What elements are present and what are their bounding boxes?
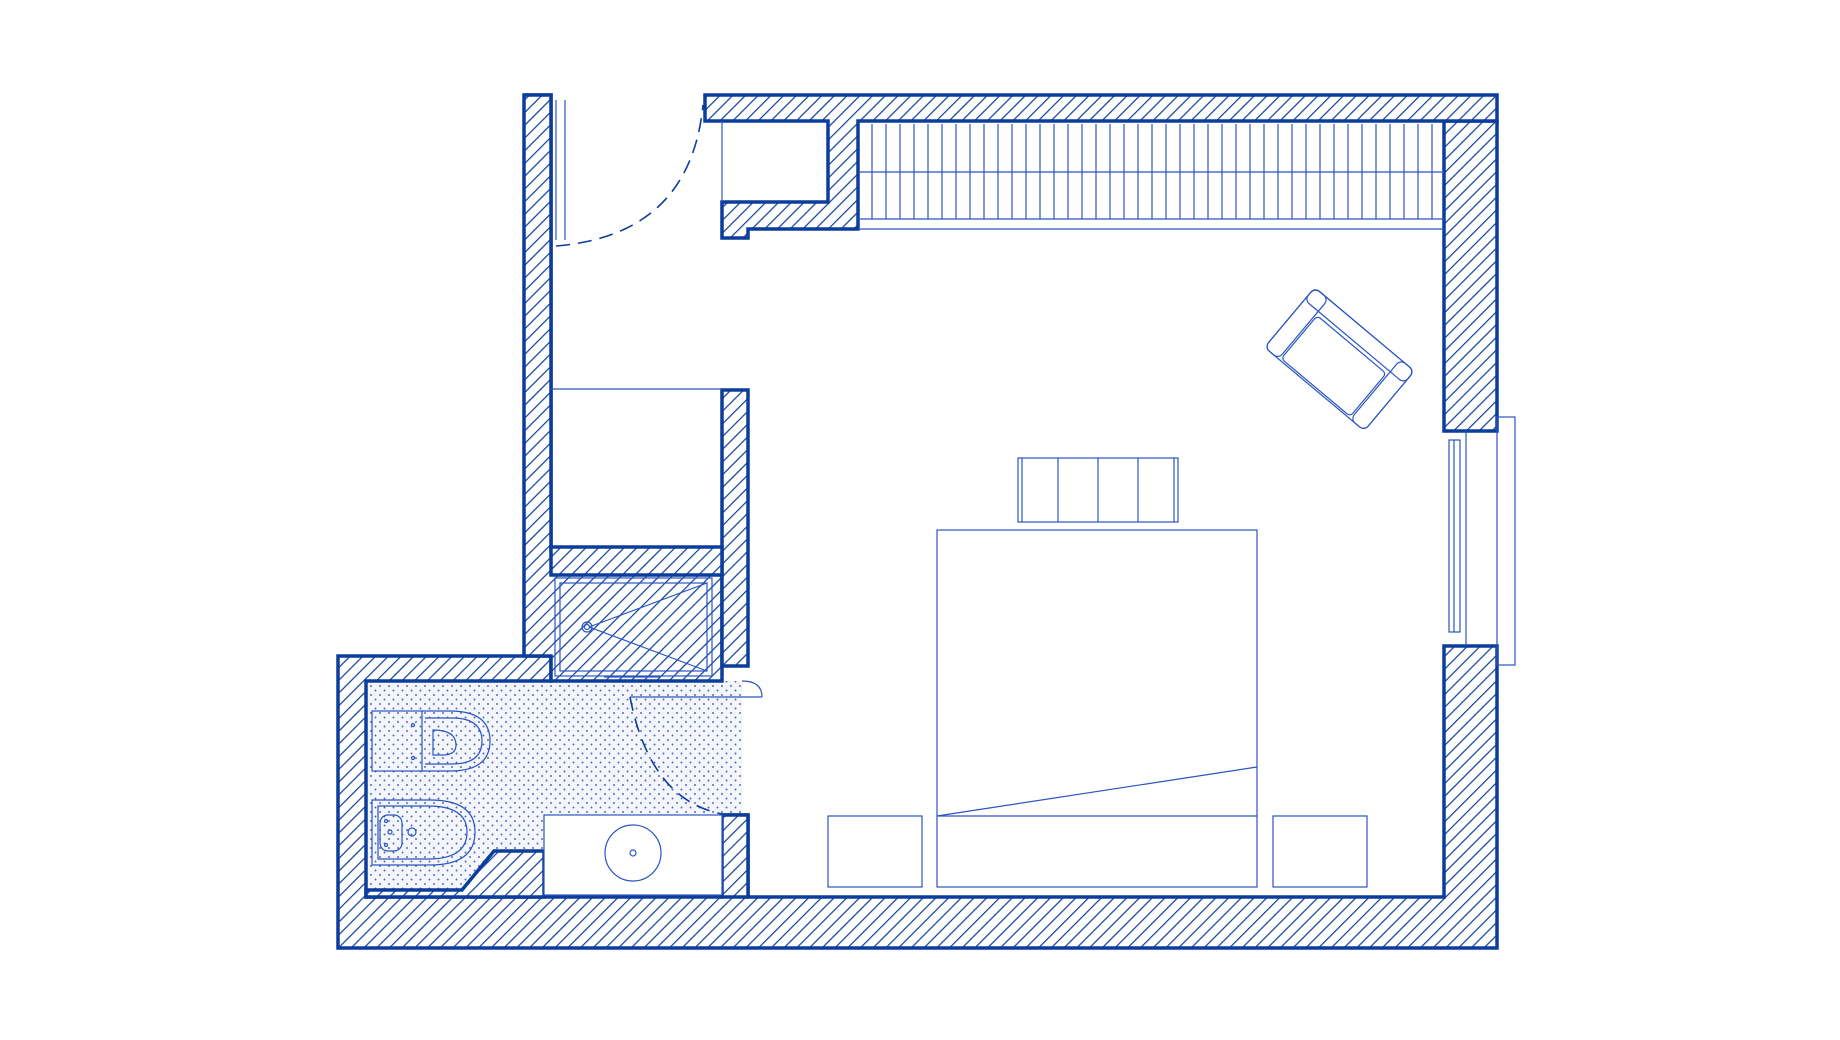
armchair bbox=[1266, 289, 1413, 429]
closet-partition bbox=[720, 388, 750, 668]
wardrobe bbox=[858, 124, 1444, 230]
bathroom-chamfer-block bbox=[364, 849, 546, 899]
nightstand-right bbox=[1272, 815, 1368, 888]
bathroom-door[interactable] bbox=[629, 680, 763, 815]
entry-window bbox=[555, 100, 566, 240]
nightstand-left bbox=[827, 815, 923, 888]
double-bed bbox=[936, 529, 1258, 888]
toilet bbox=[371, 710, 491, 772]
top-wall bbox=[703, 93, 1499, 240]
bidet bbox=[371, 799, 476, 866]
entry-door[interactable] bbox=[555, 96, 723, 247]
shower-partition bbox=[549, 545, 724, 577]
bedroom-window bbox=[1448, 416, 1516, 666]
walls bbox=[336, 93, 1499, 950]
right-wall-upper bbox=[1442, 119, 1499, 433]
corridor-wall-left bbox=[522, 93, 724, 683]
radiator bbox=[1017, 457, 1179, 523]
vanity-jamb bbox=[720, 813, 750, 899]
vanity-sink bbox=[543, 814, 723, 896]
shower-tray bbox=[554, 577, 713, 678]
